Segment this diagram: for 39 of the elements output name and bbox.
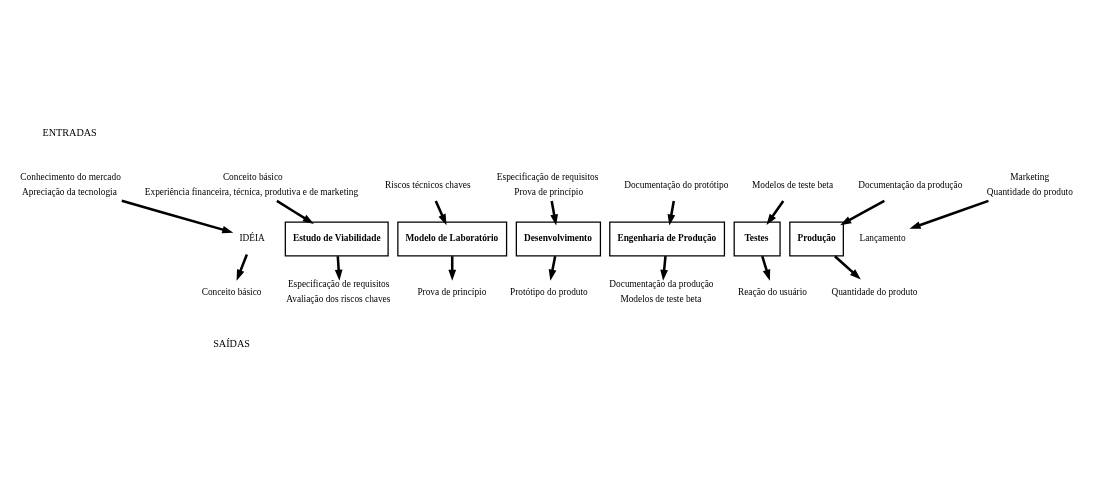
arrow — [334, 256, 343, 281]
arrow — [909, 199, 989, 229]
arrow — [840, 199, 885, 226]
arrow — [276, 199, 314, 224]
node-text: Documentação da produção Modelos de teste beta — [609, 279, 714, 304]
node-text: IDÉIA — [239, 233, 265, 244]
arrow — [660, 256, 669, 281]
label: SAÍDAS — [213, 337, 250, 349]
arrow — [434, 200, 447, 226]
node-box: Engenharia de Produção — [609, 221, 726, 257]
node-text: Prova de princípio — [417, 286, 487, 297]
arrow — [550, 200, 558, 226]
node-text: Modelos de teste beta — [752, 179, 834, 190]
node-text: Especificação de requisitos Prova de princípio — [496, 172, 599, 197]
arrow — [121, 199, 234, 234]
arrow — [236, 254, 249, 281]
node-text: Marketing Quantidade do produto — [986, 172, 1073, 197]
node-text: Documentação do protótipo — [624, 179, 729, 190]
arrow — [766, 200, 785, 225]
node-box: Produção — [789, 221, 844, 257]
arrow — [834, 255, 861, 280]
node-box: Testes — [733, 221, 781, 257]
node-text: Riscos técnicos chaves — [385, 179, 471, 190]
node-text: Protótipo do produto — [509, 286, 588, 297]
node-text: Conceito básico Experiência financeira, técnica, produtiva e de marketing — [144, 172, 359, 197]
node-text: Conceito básico — [201, 286, 262, 297]
node-text: Lançamento — [859, 233, 906, 244]
node-box: Modelo de Laboratório — [397, 221, 508, 257]
node-box: Estudo de Viabilidade — [284, 221, 389, 257]
node-box: Desenvolvimento — [515, 221, 602, 257]
node-text: Quantidade do produto — [831, 286, 918, 297]
node-text: Documentação da produção — [858, 179, 963, 190]
node-text: Conhecimento do mercado Apreciação da tecnologia — [20, 172, 121, 197]
arrow — [667, 200, 676, 226]
node-text: Especificação de requisitos Avaliação dos riscos chaves — [286, 279, 391, 304]
label: ENTRADAS — [42, 127, 97, 139]
arrow — [761, 255, 771, 281]
arrow — [548, 256, 557, 281]
node-text: Reação do usuário — [738, 286, 807, 297]
